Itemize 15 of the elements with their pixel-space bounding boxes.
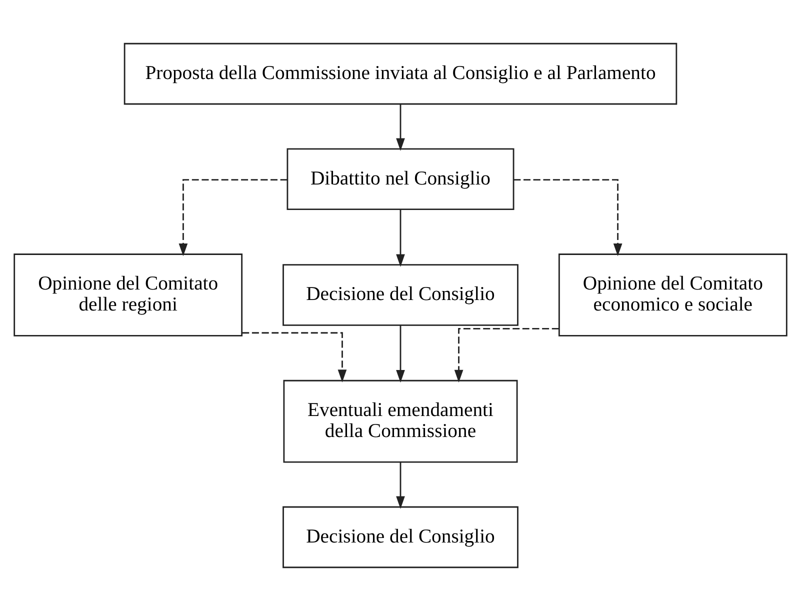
node-box: Opinione del Comitato economico e sociale: [558, 254, 788, 336]
arrow: [396, 326, 405, 383]
node-box: Decisione del Consiglio: [282, 506, 518, 568]
node-box: Opinione del Comitato delle regioni: [14, 254, 243, 336]
arrow: [454, 328, 559, 383]
arrow: [396, 104, 405, 151]
node-box: Decisione del Consiglio: [282, 264, 518, 326]
node-box: Proposta della Commissione inviata al Consiglio e al Parlamento: [124, 42, 678, 105]
arrow: [178, 179, 288, 256]
node-box: Dibattito nel Consiglio: [286, 148, 514, 210]
arrow: [514, 179, 622, 256]
arrow: [396, 462, 405, 509]
arrow: [396, 210, 405, 267]
arrow: [242, 332, 347, 382]
node-box: Eventuali emendamenti della Commissione: [283, 380, 518, 463]
